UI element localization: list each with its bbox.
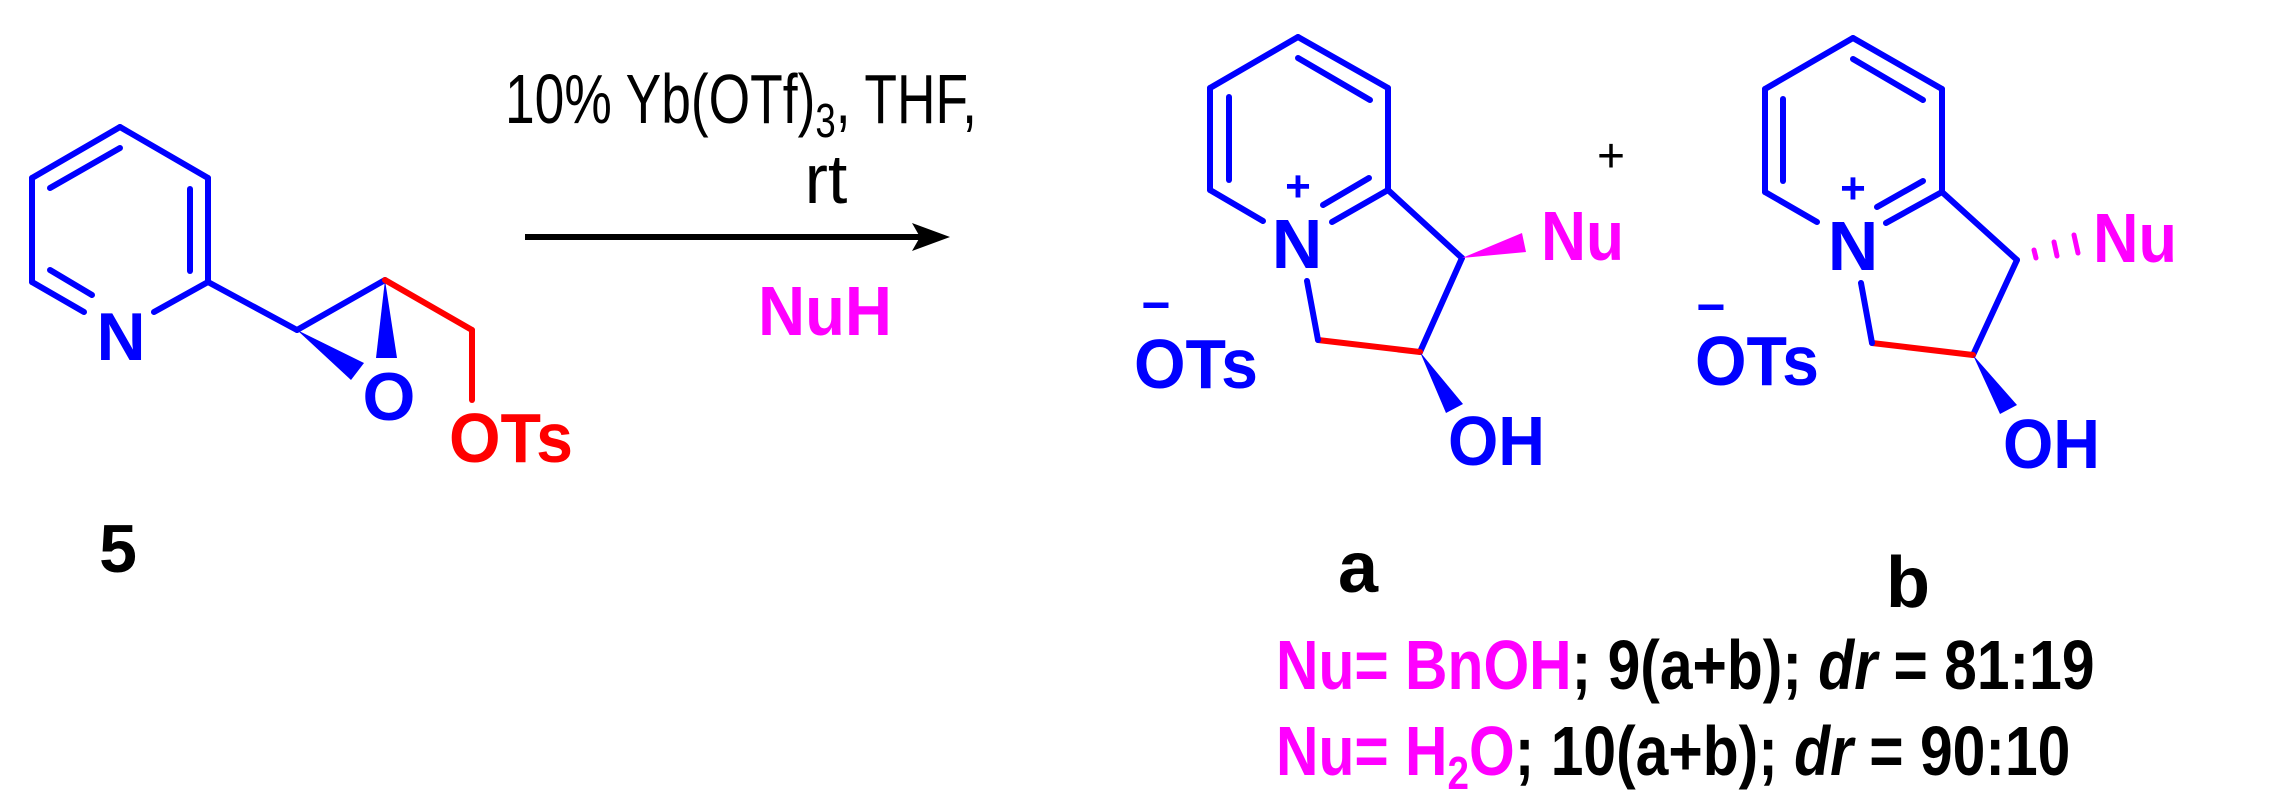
separator: ; xyxy=(1782,626,1819,704)
nu-name: H xyxy=(1405,712,1448,790)
positive-charge: + xyxy=(1840,164,1866,213)
ring-n-label: N xyxy=(1828,207,1879,285)
equals: = xyxy=(1852,712,1920,790)
result-line-bnoh: Nu= BnOH; 9(a+b); dr = 81:19 xyxy=(1276,630,2095,700)
separator: ; xyxy=(1514,712,1551,790)
reaction-arrow xyxy=(525,223,950,251)
compound-number: 9(a+b) xyxy=(1607,626,1783,704)
compound-number: 10(a+b) xyxy=(1550,712,1759,790)
pyrroline-ring xyxy=(1304,187,1526,413)
hash-bond-nu xyxy=(2031,232,2081,261)
separator: ; xyxy=(1758,712,1795,790)
dr-label: dr xyxy=(1794,712,1853,790)
conditions-line-1: 10% Yb(OTf)3, THF, xyxy=(505,60,977,148)
wedge-bond-oh xyxy=(1420,352,1463,413)
separator: ; xyxy=(1571,626,1608,704)
result-line-h2o: Nu= H2O; 10(a+b); dr = 90:10 xyxy=(1276,716,2070,796)
pyridinium-ring xyxy=(1762,35,1945,226)
conditions-line-2: rt xyxy=(805,140,848,218)
hydroxyl-label: OH xyxy=(1448,402,1545,480)
equals: = xyxy=(1877,626,1945,704)
plus-sign: + xyxy=(1597,130,1625,183)
nu-name-post: O xyxy=(1469,712,1515,790)
arrowhead xyxy=(912,223,950,251)
hydroxyl-label: OH xyxy=(2003,405,2100,483)
counterion-charge: − xyxy=(1696,279,1725,335)
product-a: N + Nu OH − OTs a xyxy=(1134,34,1624,608)
nu-name: BnOH xyxy=(1405,626,1572,704)
positive-charge: + xyxy=(1285,162,1311,211)
nu-label: Nu xyxy=(1541,197,1624,275)
compound-number-5: 5 xyxy=(99,511,137,587)
wedge-bond xyxy=(376,280,397,358)
reagent-nuh: NuH xyxy=(758,272,892,350)
starting-material-5: N O OTs 5 xyxy=(29,124,573,587)
ring-n-label: N xyxy=(1272,205,1323,283)
wedge-bond xyxy=(297,330,364,380)
epoxide-o-label: O xyxy=(363,359,416,435)
nu-prefix: Nu= xyxy=(1276,626,1406,704)
product-b: N + Nu OH − OTs b xyxy=(1695,35,2177,623)
wedge-bond-oh xyxy=(1973,355,2017,414)
wedge-bond-nu xyxy=(1462,233,1526,258)
tosylate-label: OTs xyxy=(449,399,573,477)
nu-name-subscript: 2 xyxy=(1447,747,1470,799)
pyridinium-ring xyxy=(1207,34,1391,225)
dr-label: dr xyxy=(1818,626,1878,704)
epoxide xyxy=(205,277,475,403)
nu-label: Nu xyxy=(2093,199,2177,277)
counterion-label: OTs xyxy=(1695,322,1819,400)
dr-value: 81:19 xyxy=(1944,626,2095,704)
counterion-charge: − xyxy=(1141,277,1170,333)
pyridine-ring xyxy=(29,124,211,315)
dr-value: 90:10 xyxy=(1919,712,2071,790)
product-label-b: b xyxy=(1886,543,1930,623)
counterion-label: OTs xyxy=(1134,325,1258,403)
pyridine-n-label: N xyxy=(96,299,145,375)
pyrroline-ring xyxy=(1858,189,2081,414)
product-label-a: a xyxy=(1338,528,1379,608)
nu-prefix: Nu= xyxy=(1276,712,1406,790)
